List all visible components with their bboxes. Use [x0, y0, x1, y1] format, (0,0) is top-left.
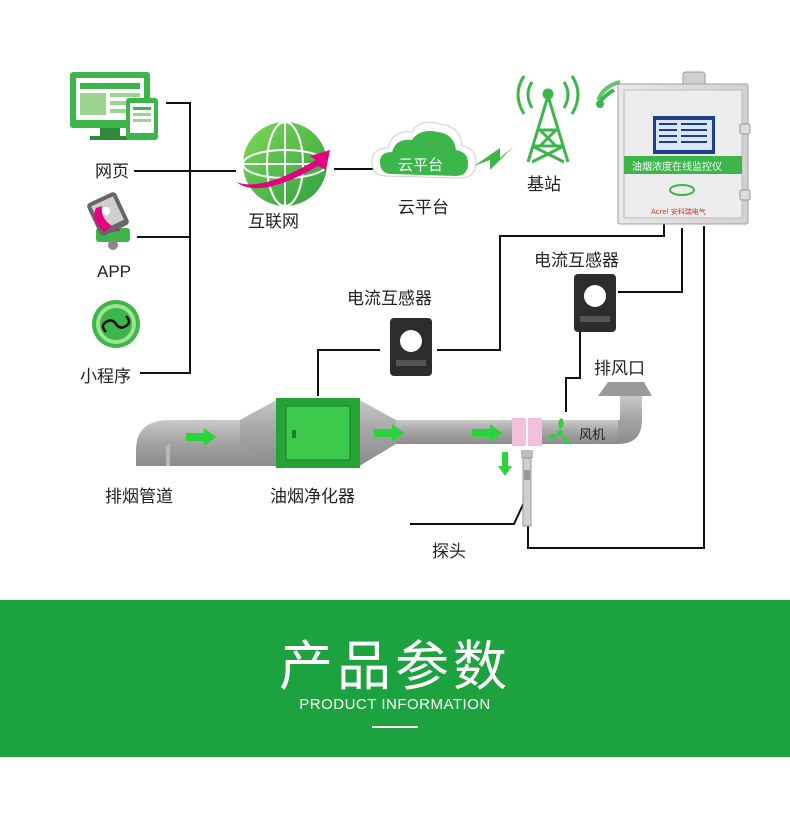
base-station-tower-icon [516, 75, 580, 164]
label-smoke-duct: 排烟管道 [105, 487, 173, 507]
product-info-banner: 产品参数 PRODUCT INFORMATION [0, 600, 790, 757]
flow-arrow-icon [374, 424, 404, 442]
label-probe: 探头 [432, 542, 466, 562]
probe-rod [521, 450, 533, 527]
label-miniprogram: 小程序 [80, 367, 131, 387]
label-fan: 风机 [579, 428, 606, 443]
label-current-transformer-right: 电流互感器 [534, 251, 619, 271]
label-app: APP [97, 262, 132, 281]
flow-arrow-icon [186, 428, 216, 446]
cloud-platform-icon [371, 121, 477, 179]
label-base-station: 基站 [527, 175, 561, 195]
current-transformer-right [574, 274, 616, 332]
label-current-transformer-left: 电流互感器 [347, 289, 432, 309]
signal-bolt-icon [474, 146, 514, 170]
monitor-name-label: 油烟浓度在线监控仪 [632, 162, 722, 173]
cloud-badge-label: 云平台 [398, 156, 444, 174]
flow-arrow-icon [472, 424, 502, 442]
monitoring-system-diagram: 网页 APP 小程序 互联网 云平台 云平台 基站 电流互感器 电流互感器 排风… [70, 71, 751, 562]
wifi-icon [596, 80, 621, 108]
monitor-cabinet [617, 71, 751, 225]
flow-arrow-icon [498, 452, 512, 476]
internet-globe-icon [236, 121, 330, 207]
banner-underline [372, 726, 418, 728]
label-webpage: 网页 [95, 162, 129, 182]
label-internet: 互联网 [248, 212, 299, 232]
fan-icon [548, 418, 570, 444]
label-purifier: 油烟净化器 [270, 487, 355, 507]
label-exhaust-outlet: 排风口 [594, 359, 645, 379]
webpage-icon [70, 72, 158, 140]
app-phone-icon [87, 192, 130, 250]
current-transformer-left [390, 318, 432, 376]
smoke-duct [130, 382, 652, 468]
banner-subtitle: PRODUCT INFORMATION [299, 696, 491, 713]
monitor-brand-label: Acrel 安科瑞电气 [651, 208, 706, 216]
miniprogram-icon [92, 300, 140, 348]
banner-title: 产品参数 [279, 635, 511, 698]
label-cloud-platform: 云平台 [398, 198, 449, 218]
